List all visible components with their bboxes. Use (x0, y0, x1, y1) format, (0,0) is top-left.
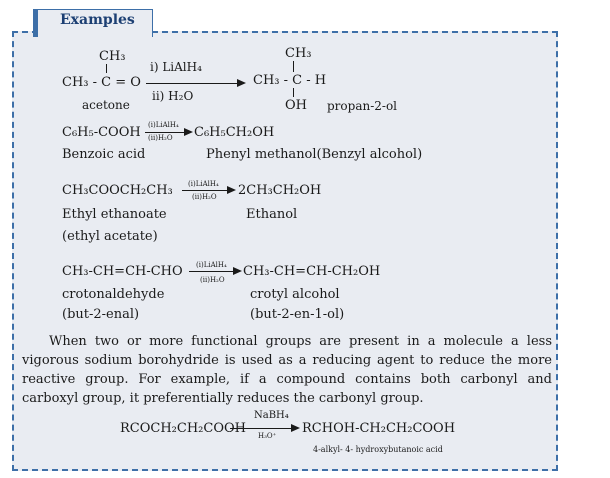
propanol-ch3-top: CH₃ (285, 46, 312, 61)
r5-condition-top: NaBH₄ (254, 410, 289, 421)
examples-box (12, 31, 558, 471)
r1-reagent-2: ii) H₂O (152, 89, 194, 103)
crotonaldehyde-name: crotonaldehyde (62, 287, 165, 302)
keto-acid-formula: RCOCH₂CH₂COOH (120, 421, 246, 436)
but-2-en-1-ol-name: (but-2-en-1-ol) (250, 307, 345, 322)
tab-accent-bar (33, 9, 38, 37)
propanol-oh: OH (285, 98, 307, 113)
but-2-enal-name: (but-2-enal) (62, 307, 140, 322)
r4-arrow (189, 271, 234, 272)
propanol-name: propan-2-ol (327, 99, 398, 113)
r1-arrow-head (237, 79, 246, 87)
acetone-bond (106, 64, 107, 73)
r3-condition-top: (i)LiAlH₄ (188, 180, 219, 188)
crotonaldehyde-formula: CH₃-CH=CH-CHO (62, 264, 183, 279)
r5-condition-bottom: H₃O⁺ (258, 432, 277, 440)
ethyl-acetate-name: (ethyl acetate) (62, 229, 158, 244)
ethanol-formula: 2CH₃CH₂OH (238, 183, 322, 198)
acetone-ch3-top: CH₃ (99, 49, 126, 64)
explanation-paragraph: When two or more functional groups are p… (22, 334, 552, 406)
benzoic-acid-formula: C₆H₅-COOH (62, 125, 141, 140)
r2-condition-bottom: (ii)H₂O (148, 134, 173, 142)
examples-tab (33, 9, 153, 37)
acetone-name: acetone (82, 98, 130, 112)
ethyl-ethanoate-name: Ethyl ethanoate (62, 207, 167, 222)
ethyl-ethanoate-formula: CH₃COOCH₂CH₃ (62, 183, 173, 198)
propanol-bond-top (293, 61, 294, 72)
r4-condition-bottom: (ii)H₂O (200, 276, 225, 284)
benzyl-alcohol-formula: C₆H₅CH₂OH (194, 125, 275, 140)
r3-arrow-head (227, 186, 236, 194)
r5-arrow (230, 428, 292, 429)
r2-arrow-head (184, 128, 193, 136)
crotyl-alcohol-name: crotyl alcohol (250, 287, 340, 302)
hydroxy-acid-name: 4-alkyl- 4- hydroxybutanoic acid (313, 445, 443, 454)
benzoic-acid-name: Benzoic acid (62, 147, 146, 162)
r4-condition-top: (i)LiAlH₄ (196, 261, 227, 269)
r1-arrow (146, 83, 238, 84)
r5-arrow-head (291, 424, 300, 432)
hydroxy-acid-formula: RCHOH-CH₂CH₂COOH (302, 421, 456, 436)
propanol-bond-bottom (293, 88, 294, 97)
ethanol-name: Ethanol (246, 207, 298, 222)
propanol-formula: CH₃ - C - H (253, 73, 327, 88)
r2-condition-top: (i)LiAlH₄ (148, 121, 179, 129)
benzyl-alcohol-name: Phenyl methanol(Benzyl alcohol) (206, 147, 423, 162)
r2-arrow (145, 132, 185, 133)
r4-arrow-head (233, 267, 242, 275)
r3-arrow (182, 190, 228, 191)
acetone-formula: CH₃ - C = O (62, 75, 141, 90)
r1-reagent-1: i) LiAlH₄ (150, 60, 202, 74)
r3-condition-bottom: (ii)H₂O (192, 193, 217, 201)
crotyl-alcohol-formula: CH₃-CH=CH-CH₂OH (243, 264, 381, 279)
examples-title: Examples (60, 12, 135, 28)
